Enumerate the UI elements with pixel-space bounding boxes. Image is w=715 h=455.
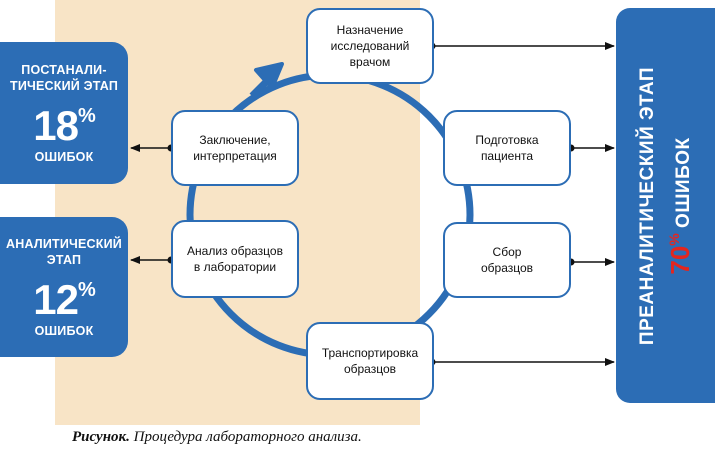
stage-analytic-box: АНАЛИТИЧЕСКИЙ ЭТАП 12% ОШИБОК bbox=[0, 217, 128, 357]
stage-postanalytic-title: ПОСТАНАЛИ- ТИЧЕСКИЙ ЭТАП bbox=[9, 62, 119, 93]
connector-sample-collection bbox=[567, 258, 615, 266]
node-conclusion: Заключение, интерпретация bbox=[171, 110, 299, 186]
node-patient-prep: Подготовка пациента bbox=[443, 110, 571, 186]
stage-postanalytic-percent: 18% bbox=[33, 101, 96, 149]
stage-analytic-title: АНАЛИТИЧЕСКИЙ ЭТАП bbox=[6, 236, 122, 267]
stage-preanalytic-box: ПРЕАНАЛИТИЧЕСКИЙ ЭТАП 70% ОШИБОК bbox=[616, 8, 715, 403]
connector-analysis bbox=[130, 256, 175, 264]
stage-postanalytic-errors: ОШИБОК bbox=[34, 149, 94, 164]
figure-caption: Рисунок. Процедура лабораторного анализа… bbox=[72, 429, 362, 446]
stage-analytic-errors: ОШИБОК bbox=[34, 323, 94, 338]
node-analysis: Анализ образцов в лаборатории bbox=[171, 220, 299, 298]
connector-patient-prep bbox=[567, 144, 615, 152]
node-transport: Транспортировка образцов bbox=[306, 322, 434, 400]
node-prescription: Назначение исследований врачом bbox=[306, 8, 434, 84]
stage-preanalytic-errors: ОШИБОК bbox=[672, 136, 694, 228]
connector-conclusion bbox=[130, 144, 175, 152]
stage-analytic-percent: 12% bbox=[33, 275, 96, 323]
figure-caption-label: Рисунок. bbox=[72, 429, 130, 445]
stage-preanalytic-title: ПРЕАНАЛИТИЧЕСКИЙ ЭТАП bbox=[636, 66, 658, 345]
stage-postanalytic-box: ПОСТАНАЛИ- ТИЧЕСКИЙ ЭТАП 18% ОШИБОК bbox=[0, 42, 128, 184]
figure-caption-text: Процедура лабораторного анализа. bbox=[129, 429, 362, 445]
node-sample-collection: Сбор образцов bbox=[443, 222, 571, 298]
connector-transport bbox=[428, 358, 615, 366]
stage-preanalytic-percent: 70% bbox=[664, 232, 695, 275]
connector-prescription bbox=[428, 42, 615, 50]
